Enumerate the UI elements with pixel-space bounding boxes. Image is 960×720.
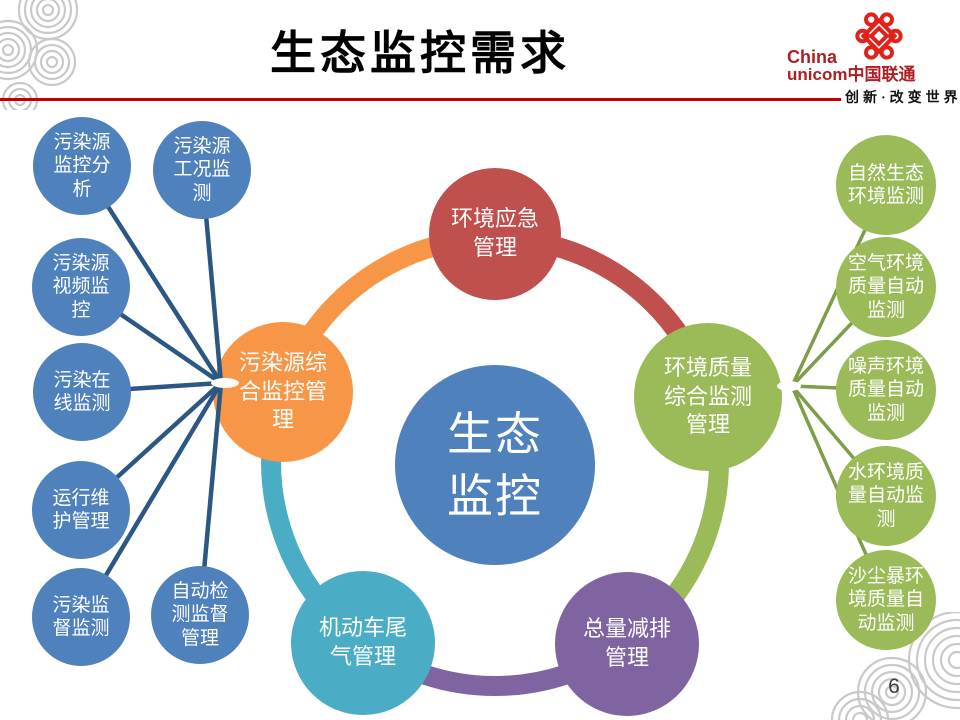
leaf-air-quality-auto-monitoring: 空气环境 质量自动 监测 [836,237,936,337]
leaf-sandstorm-quality-auto-monitoring: 沙尘暴环 境质量自 动监测 [836,550,936,650]
leaf-label: 污染源 视频监 控 [52,253,110,321]
leaf-pollution-video-surveillance: 污染源 视频监 控 [32,238,130,336]
circle-swirl [27,37,77,87]
circle-swirl [0,19,39,81]
leaf-pollution-supervision-monitoring: 污染监 督监测 [32,568,130,666]
leaf-label: 污染在 线监测 [53,369,111,414]
node-total-reduction: 总量减排 管理 [555,572,699,716]
circle-swirl [1,81,39,110]
leaf-pollution-monitor-analysis: 污染源 监控分 析 [33,117,131,215]
decorative-circles-top-left [0,0,79,110]
leaf-label: 沙尘暴环 境质量自 动监测 [847,566,924,634]
leaf-natural-eco-monitoring: 自然生态 环境监测 [836,135,936,235]
leaf-operation-maintenance: 运行维 护管理 [32,461,130,559]
circle-swirl [830,690,890,720]
logo-text-unicom: unicom中国联通 [787,65,916,84]
leaf-label: 自然生态 环境监测 [847,162,924,207]
logo-tagline: 创新·改变世界 [841,88,960,110]
leaf-label: 空气环境 质量自动 监测 [847,253,924,321]
node-environment-emergency: 环境应急 管理 [429,168,561,300]
node-label: 机动车尾 气管理 [318,615,407,669]
leaf-water-quality-auto-monitoring: 水环境质 量自动监 测 [836,446,936,546]
china-unicom-logo-icon [855,12,903,60]
leaf-label: 水环境质 量自动监 测 [847,462,924,530]
node-label: 生态 监控 [447,407,543,522]
leaf-noise-quality-auto-monitoring: 噪声环境 质量自动 监测 [836,340,936,440]
page-title: 生态监控需求 [270,27,570,79]
title-divider [0,98,960,101]
node-label: 环境应急 管理 [450,206,539,260]
leaf-label: 污染监 督监测 [52,594,110,639]
leaf-label: 自动检 测监督 管理 [171,581,229,649]
node-label: 污染源综 合监控管 理 [238,350,327,433]
circle-swirl [17,0,79,41]
leaf-pollution-condition-monitoring: 污染源 工况监 测 [153,121,251,219]
leaf-label: 运行维 护管理 [52,487,110,532]
leaf-label: 污染源 工况监 测 [173,136,231,204]
leaf-pollution-online-monitoring: 污染在 线监测 [33,343,131,441]
logo-text-china: China [787,47,838,67]
leaf-auto-detection-supervision: 自动检 测监督 管理 [151,566,249,664]
node-vehicle-exhaust: 机动车尾 气管理 [291,571,435,715]
node-environment-quality: 环境质量 综合监测 管理 [634,323,782,471]
circle-swirl [907,612,960,710]
node-pollution-source: 污染源综 合监控管 理 [213,322,353,462]
leaf-label: 噪声环境 质量自动 监测 [847,356,924,424]
node-label: 环境质量 综合监测 管理 [663,355,752,438]
leaf-label: 污染源 监控分 析 [53,132,111,200]
node-eco-monitoring-center: 生态 监控 [395,365,595,565]
page-number: 6 [888,675,900,698]
decorative-circles-bottom-right [830,612,960,720]
node-label: 总量减排 管理 [582,616,671,670]
